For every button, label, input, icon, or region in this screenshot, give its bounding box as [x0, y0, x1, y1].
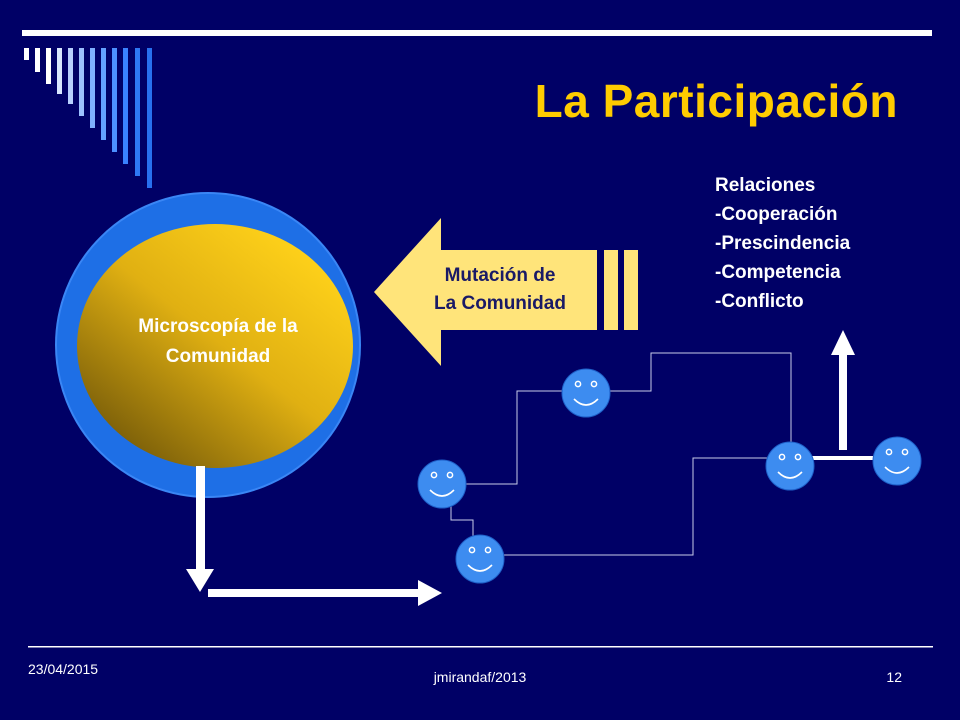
- footer-date: 23/04/2015: [28, 661, 99, 677]
- slide-title: La Participación: [534, 75, 898, 127]
- connector-lines: [450, 352, 792, 556]
- relations-heading: Relaciones: [715, 175, 816, 196]
- footer-author: jmirandaf/2013: [433, 669, 527, 685]
- arrow-label: Mutación de La Comunidad: [410, 262, 590, 318]
- smiley-face-icon: [561, 368, 611, 418]
- relations-list: Relaciones -Cooperación -Prescindencia -…: [715, 171, 850, 316]
- circle-label: Microscopía de la Comunidad: [96, 312, 340, 372]
- top-rule: [22, 30, 932, 36]
- smiley-face-icon: [455, 534, 505, 584]
- arrow-label-line-1: Mutación de: [444, 265, 556, 286]
- inner-sphere: [77, 224, 353, 468]
- circle-label-line-1: Microscopía de la: [138, 316, 298, 337]
- ring-highlight: [55, 192, 361, 498]
- conflict-connector: [808, 456, 886, 460]
- smiley-face-icon: [417, 459, 467, 509]
- relations-item: -Prescindencia: [715, 233, 851, 254]
- right-arrow-icon: [208, 580, 442, 606]
- smiley-face-icon: [872, 436, 922, 486]
- left-block-arrow-icon: [374, 218, 638, 366]
- circle-label-line-2: Comunidad: [165, 346, 271, 367]
- smiley-face-icon: [765, 441, 815, 491]
- relations-item: -Conflicto: [715, 291, 804, 312]
- relations-item: -Cooperación: [715, 204, 838, 225]
- up-arrow-icon: [831, 330, 855, 450]
- decorative-bars: [24, 48, 152, 188]
- footer-page-number: 12: [886, 669, 902, 685]
- down-arrow-icon: [186, 466, 214, 592]
- relations-item: -Competencia: [715, 262, 841, 283]
- footer-rule: [28, 646, 933, 648]
- arrow-label-line-2: La Comunidad: [434, 293, 566, 314]
